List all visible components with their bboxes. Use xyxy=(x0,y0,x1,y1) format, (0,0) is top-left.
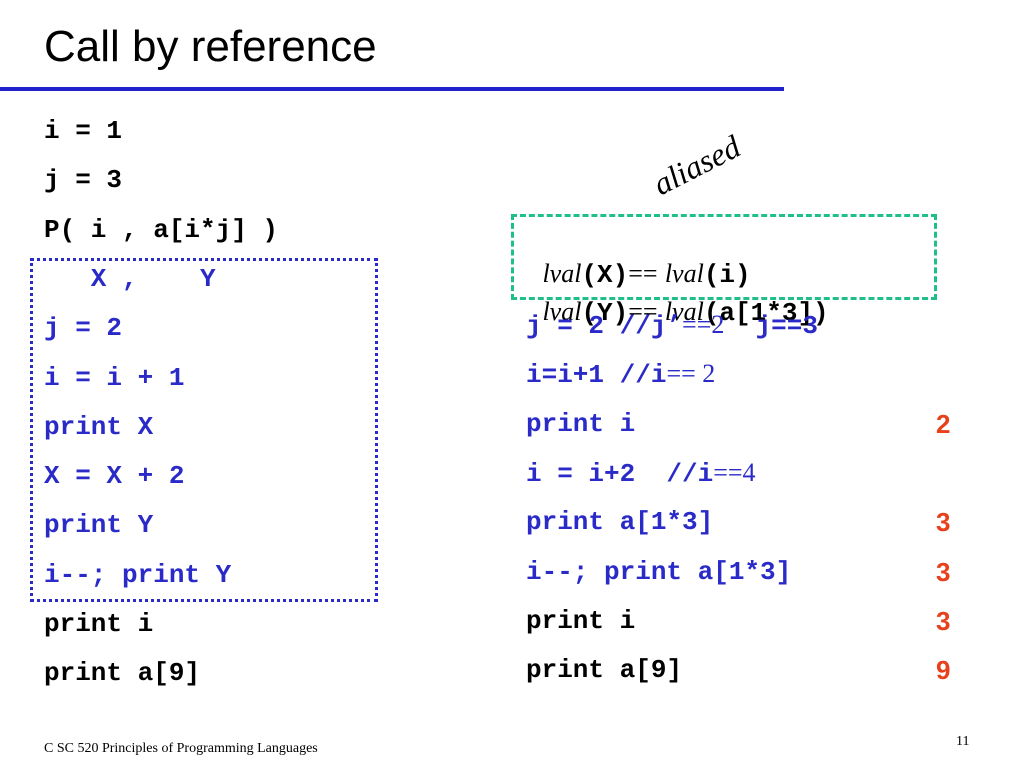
output-value: 2 xyxy=(936,408,951,439)
left-code-line: print a[9] xyxy=(44,658,201,689)
title-underline xyxy=(0,87,784,91)
code-text: print i xyxy=(526,408,636,439)
right-code-line: print a[9] xyxy=(526,655,682,685)
code-annotation: == 2 xyxy=(666,359,716,389)
page-number: 11 xyxy=(956,734,970,749)
code-text: j = 2 //j’ xyxy=(526,311,683,341)
code-text: print a[1*3] xyxy=(526,507,714,538)
left-code-line: X , Y xyxy=(44,263,216,294)
procedure-body-dotted-box xyxy=(30,258,378,602)
left-code-line: i = 1 xyxy=(44,116,123,146)
right-code-line: j = 2 //j’==2 j==3 xyxy=(526,310,818,341)
right-code-line: i = i+2 //i==4 xyxy=(526,458,756,489)
code-text-extra: j==3 xyxy=(724,311,818,341)
left-code-line: print Y xyxy=(44,510,154,541)
footer-course: C SC 520 Principles of Programming Langu… xyxy=(44,741,318,756)
left-code-line: P( i , a[i*j] ) xyxy=(44,214,279,245)
lval-fn: lval xyxy=(542,259,582,288)
right-code-line: print i xyxy=(526,409,635,439)
lval-op: == xyxy=(628,297,658,326)
left-code-line: i = i + 1 xyxy=(44,362,185,393)
code-text: i=i+1 //i xyxy=(526,360,667,391)
aliased-label: aliased xyxy=(647,128,746,203)
code-annotation: ==4 xyxy=(713,457,756,487)
lval-line-y: lval(Y)== lval(a[1*3]) xyxy=(528,266,829,328)
lval-op: == xyxy=(628,259,658,288)
output-value: 3 xyxy=(936,556,951,587)
code-text: print i xyxy=(526,605,636,636)
right-code-line: i--; print a[1*3] xyxy=(526,557,791,587)
left-code-line: j = 2 xyxy=(44,313,123,344)
lval-arg: (Y) xyxy=(581,298,629,328)
code-text: i = i+2 //i xyxy=(526,458,714,489)
output-value: 3 xyxy=(936,605,951,636)
left-code-line: print i xyxy=(44,609,154,639)
left-code-line: X = X + 2 xyxy=(44,461,185,492)
right-code-line: print i xyxy=(526,606,635,636)
output-value: 3 xyxy=(936,507,951,538)
right-code-line: print a[1*3] xyxy=(526,507,713,537)
code-text: i--; print a[1*3] xyxy=(526,556,792,587)
lval-fn: lval xyxy=(664,259,704,288)
output-value: 9 xyxy=(936,655,951,686)
right-code-line: i=i+1 //i== 2 xyxy=(526,359,715,390)
alias-dashed-box xyxy=(511,214,937,300)
left-code-line: i--; print Y xyxy=(44,559,232,590)
lval-line-x: lval(X)== lval(i) xyxy=(528,228,751,290)
lval-arg: (a[1*3]) xyxy=(703,298,829,328)
left-code-line: print X xyxy=(44,411,154,442)
lval-fn: lval xyxy=(664,297,704,326)
lval-fn: lval xyxy=(542,297,582,326)
lval-arg: (i) xyxy=(703,260,751,290)
left-code-line: j = 3 xyxy=(44,165,123,196)
lval-arg: (X) xyxy=(581,260,629,290)
slide-title: Call by reference xyxy=(44,22,377,71)
code-annotation: ==2 xyxy=(682,310,725,339)
code-text: print a[9] xyxy=(526,655,683,686)
